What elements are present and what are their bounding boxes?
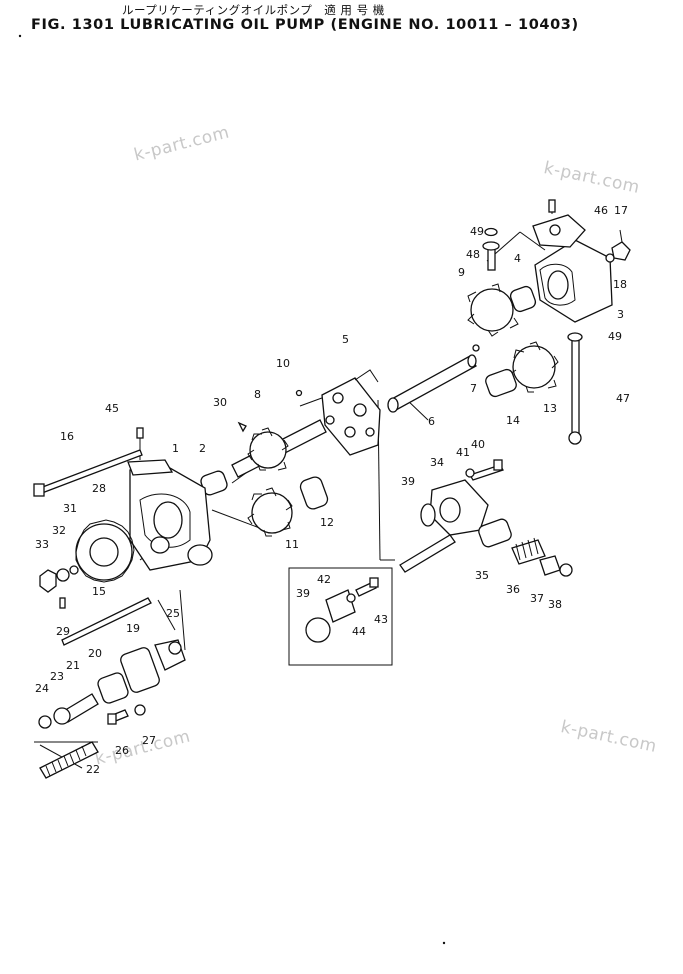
label-30: 30 bbox=[213, 396, 227, 409]
relief-valve bbox=[38, 639, 186, 729]
label-28: 28 bbox=[92, 482, 106, 495]
drive-gear-8 bbox=[231, 389, 327, 478]
label-26: 26 bbox=[115, 744, 129, 757]
driven-gear-9 bbox=[467, 283, 537, 337]
pump-cover-assembly bbox=[482, 199, 631, 445]
label-34: 34 bbox=[430, 456, 444, 469]
label-43: 43 bbox=[374, 613, 388, 626]
label-24: 24 bbox=[35, 682, 49, 695]
label-33: 33 bbox=[35, 538, 49, 551]
label-29: 29 bbox=[56, 625, 70, 638]
label-1: 1 bbox=[172, 442, 179, 455]
label-49: 49 bbox=[470, 225, 484, 238]
label-45: 45 bbox=[105, 402, 119, 415]
label-31: 31 bbox=[63, 502, 77, 515]
label-41: 41 bbox=[456, 446, 470, 459]
plate-5 bbox=[321, 369, 381, 456]
label-17: 17 bbox=[614, 204, 628, 217]
pump-body-1 bbox=[127, 427, 213, 571]
inset-cover-42 bbox=[288, 567, 393, 666]
shaft-6 bbox=[387, 344, 480, 413]
drive-gear-28 bbox=[39, 519, 135, 609]
label-39b: 39 bbox=[296, 587, 310, 600]
speck bbox=[442, 941, 446, 945]
label-18: 18 bbox=[613, 278, 627, 291]
bolt-15 bbox=[61, 597, 152, 646]
label-49b: 49 bbox=[608, 330, 622, 343]
label-2: 2 bbox=[199, 442, 206, 455]
label-7: 7 bbox=[470, 382, 477, 395]
label-40: 40 bbox=[471, 438, 485, 451]
label-42: 42 bbox=[317, 573, 331, 586]
label-47: 47 bbox=[616, 392, 630, 405]
label-19: 19 bbox=[126, 622, 140, 635]
label-23: 23 bbox=[50, 670, 64, 683]
label-8: 8 bbox=[254, 388, 261, 401]
spring-22 bbox=[39, 741, 99, 779]
label-48: 48 bbox=[466, 248, 480, 261]
figure-title: FIG. 1301 LUBRICATING OIL PUMP (ENGINE N… bbox=[31, 17, 579, 33]
label-15: 15 bbox=[92, 585, 106, 598]
label-9: 9 bbox=[458, 266, 465, 279]
label-20: 20 bbox=[88, 647, 102, 660]
label-5: 5 bbox=[342, 333, 349, 346]
label-13: 13 bbox=[543, 402, 557, 415]
label-4: 4 bbox=[514, 252, 521, 265]
bolt-16 bbox=[33, 449, 143, 497]
label-46: 46 bbox=[594, 204, 608, 217]
label-27: 27 bbox=[142, 734, 156, 747]
label-6: 6 bbox=[428, 415, 435, 428]
label-37: 37 bbox=[530, 592, 544, 605]
gear-11 bbox=[247, 476, 329, 537]
label-25: 25 bbox=[166, 607, 180, 620]
label-3: 3 bbox=[617, 308, 624, 321]
label-11: 11 bbox=[285, 538, 299, 551]
valve-housing-34 bbox=[399, 459, 573, 577]
label-12: 12 bbox=[320, 516, 334, 529]
label-14: 14 bbox=[506, 414, 520, 427]
speck bbox=[18, 34, 22, 38]
label-39: 39 bbox=[401, 475, 415, 488]
gear-13 bbox=[485, 341, 559, 398]
part-number-labels: 46 17 49 48 4 9 18 3 49 5 10 7 47 8 30 4… bbox=[35, 204, 630, 776]
label-38: 38 bbox=[548, 598, 562, 611]
leader-lines bbox=[34, 231, 588, 769]
label-32: 32 bbox=[52, 524, 66, 537]
label-21: 21 bbox=[66, 659, 80, 672]
label-10: 10 bbox=[276, 357, 290, 370]
label-36: 36 bbox=[506, 583, 520, 596]
label-35: 35 bbox=[475, 569, 489, 582]
label-22: 22 bbox=[86, 763, 100, 776]
label-44: 44 bbox=[352, 625, 366, 638]
label-16: 16 bbox=[60, 430, 74, 443]
japanese-title: ループリケーティングオイルポンプ 適 用 号 機 bbox=[122, 3, 385, 17]
